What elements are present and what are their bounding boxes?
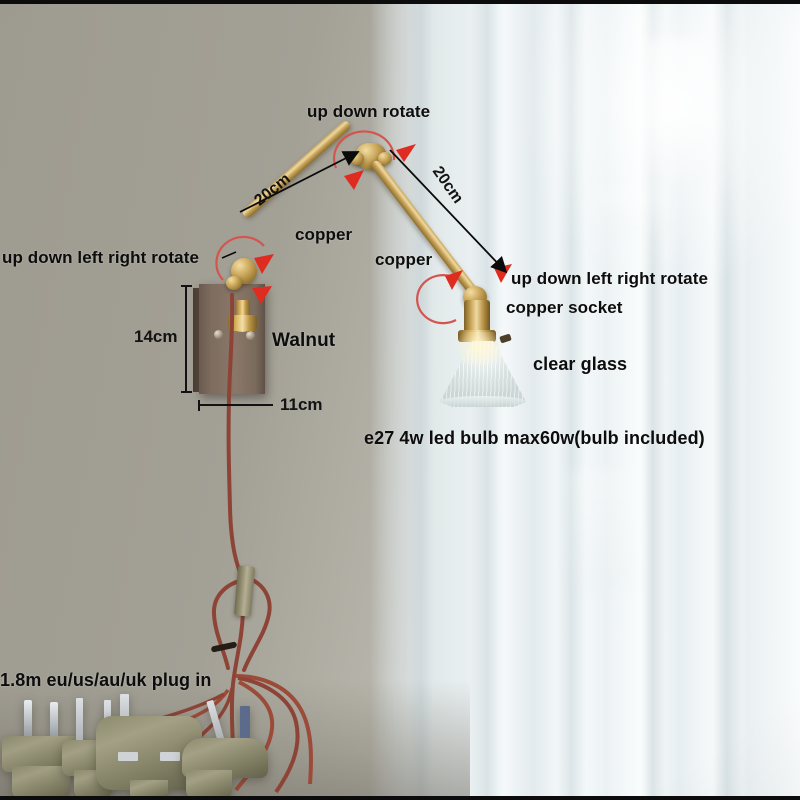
label-up-down-left-right-rotate-right: up down left right rotate	[511, 269, 709, 288]
uk-plug-live-pin	[118, 752, 138, 761]
eu-plug-pin	[50, 702, 58, 740]
au-plug-prong	[240, 706, 250, 744]
window-light-glow	[470, 0, 800, 390]
backplate-screw	[214, 330, 223, 339]
brass-wall-joint-nut	[226, 276, 242, 290]
us-plug-prong	[76, 698, 83, 744]
label-up-down-rotate: up down rotate	[307, 102, 431, 121]
uk-plug-earth-pin	[120, 694, 129, 734]
label-plug-spec: 1.8m eu/us/au/uk plug in	[0, 670, 212, 690]
backplate-screw	[246, 331, 255, 340]
curtain-fold	[408, 0, 434, 800]
uk-plug-neutral-pin	[160, 752, 180, 761]
au-plug	[182, 699, 274, 800]
backplate-side-edge	[193, 288, 202, 392]
label-walnut: Walnut	[272, 330, 336, 351]
walnut-backplate	[199, 284, 265, 394]
bottom-letterbox-bar	[0, 796, 800, 800]
uk-plug-grip	[130, 780, 168, 800]
au-plug-grip	[186, 770, 232, 800]
top-letterbox-bar	[0, 0, 800, 4]
au-plug-prong	[206, 699, 225, 743]
dimension-plate-height: 14cm	[134, 327, 178, 346]
label-copper-socket: copper socket	[506, 298, 623, 317]
socket-collar-ring	[458, 330, 496, 342]
label-bulb-spec: e27 4w led bulb max60w(bulb included)	[364, 428, 705, 448]
window-pane	[568, 470, 638, 590]
label-copper-left: copper	[295, 225, 353, 244]
brass-elbow-nut	[350, 152, 364, 165]
label-copper-right: copper	[375, 250, 433, 269]
shade-rim	[440, 396, 526, 407]
copper-socket	[464, 300, 490, 334]
label-clear-glass: clear glass	[533, 354, 628, 374]
dimension-plate-width: 11cm	[280, 395, 323, 414]
brass-mount-collar	[228, 315, 257, 331]
eu-plug-pin	[24, 700, 32, 740]
label-up-down-left-right-rotate-left: up down left right rotate	[2, 248, 200, 267]
eu-plug-grip	[12, 766, 70, 800]
